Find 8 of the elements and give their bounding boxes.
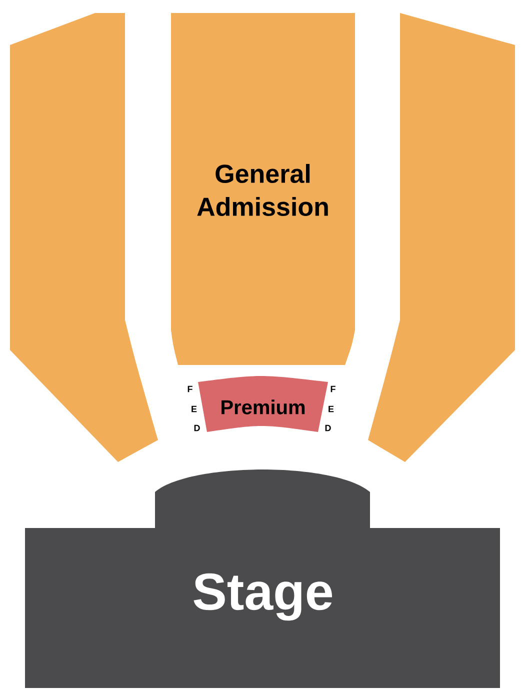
row-letter: F xyxy=(330,386,336,392)
row-letter: D xyxy=(325,424,331,432)
row-letter: F xyxy=(188,386,192,392)
seating-section: General Admission xyxy=(171,13,355,365)
row-letter: D xyxy=(194,424,200,432)
seating-section xyxy=(10,13,158,462)
stage: Stage xyxy=(25,470,500,688)
seating-section xyxy=(368,13,515,462)
